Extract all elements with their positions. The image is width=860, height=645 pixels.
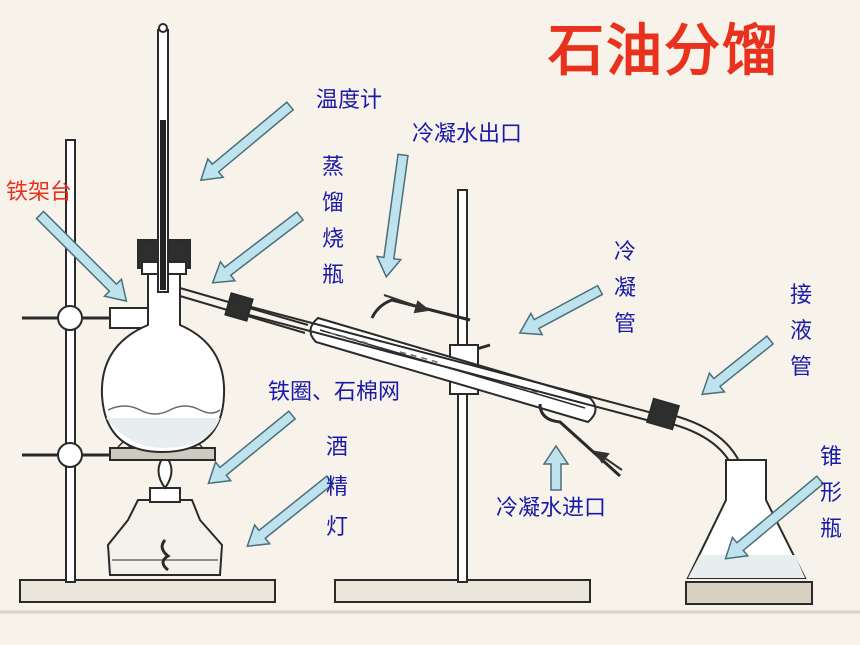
conical-flask [685, 459, 813, 605]
arrow-iron-stand [35, 210, 128, 303]
label-alcohol-lamp-text: 酒精灯 [325, 435, 356, 540]
label-adapter: 接液管 [789, 283, 812, 380]
arrow-distilling-flask [211, 210, 305, 284]
page-title: 石油分馏 [548, 19, 780, 84]
label-conical-flask: 锥形瓶 [819, 445, 842, 542]
label-iron-ring-gauze: 铁圈、石棉网 [268, 380, 401, 405]
arrow-conical-flask [724, 475, 825, 560]
water-flow-arrows [383, 294, 623, 471]
arrow-alcohol-lamp [246, 475, 335, 548]
label-alcohol-lamp: 酒精灯 [300, 428, 370, 540]
label-thermometer: 温度计 [316, 88, 383, 113]
alcohol-lamp [106, 453, 224, 576]
arrow-adapter [701, 335, 775, 396]
condenser [224, 292, 661, 478]
label-condenser-water-out: 冷凝水出口 [412, 122, 523, 147]
arrow-water-inlet [542, 444, 570, 491]
label-condenser: 冷凝管 [613, 240, 636, 337]
arrow-iron-ring [207, 410, 297, 485]
arrow-thermometer [199, 101, 295, 182]
arrow-water-outlet [375, 153, 409, 279]
arrow-condenser [518, 284, 604, 336]
label-condenser-water-in: 冷凝水进口 [496, 496, 607, 521]
thermometer [157, 23, 169, 293]
label-iron-stand: 铁架台 [6, 180, 73, 205]
callout-arrows [35, 101, 825, 560]
distilling-flask [100, 239, 309, 454]
label-distilling-flask: 蒸馏烧瓶 [321, 155, 344, 288]
